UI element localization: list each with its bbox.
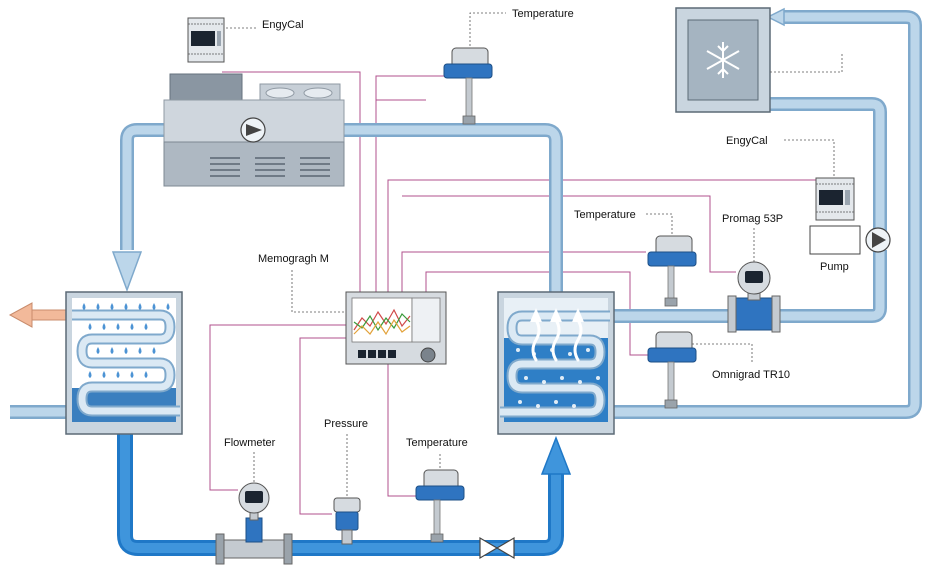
snowflake-icon	[706, 42, 740, 78]
signal-lines	[209, 71, 816, 515]
label-flowmeter: Flowmeter	[224, 437, 276, 449]
label-temperature-mid: Temperature	[574, 209, 636, 221]
pump-unit	[809, 225, 891, 255]
chilled-return-pipes	[10, 7, 922, 419]
left-heat-exchanger	[65, 291, 183, 435]
chiller-unit	[163, 73, 345, 187]
label-engycal-top: EngyCal	[262, 19, 304, 31]
label-memograph: Memogragh M	[258, 253, 329, 265]
hot-outlet-arrow	[8, 302, 73, 328]
temperature-sensor-top	[443, 47, 493, 125]
cold-store	[675, 7, 771, 113]
pressure-sensor	[333, 497, 361, 545]
label-omnigrad: Omnigrad TR10	[712, 369, 790, 381]
label-engycal-right: EngyCal	[726, 135, 768, 147]
memograph-recorder	[345, 291, 447, 365]
pump-icon	[865, 227, 891, 253]
label-pressure: Pressure	[324, 418, 368, 430]
label-pump: Pump	[820, 261, 849, 273]
temperature-sensor-mid	[647, 235, 697, 307]
label-temperature-top: Temperature	[512, 8, 574, 20]
pump-icon	[240, 117, 266, 143]
omnigrad-sensor	[647, 331, 697, 409]
valve-icon	[479, 536, 515, 560]
engycal-top-device	[187, 17, 225, 63]
flowmeter-bottom	[215, 482, 293, 565]
temperature-sensor-bottom	[415, 469, 465, 543]
chilled-supply-pipe	[117, 432, 572, 556]
right-heat-exchanger	[497, 291, 615, 435]
label-promag: Promag 53P	[722, 213, 783, 225]
engycal-right-device	[815, 177, 855, 221]
label-temperature-bottom: Temperature	[406, 437, 468, 449]
promag-flowmeter	[727, 261, 781, 333]
